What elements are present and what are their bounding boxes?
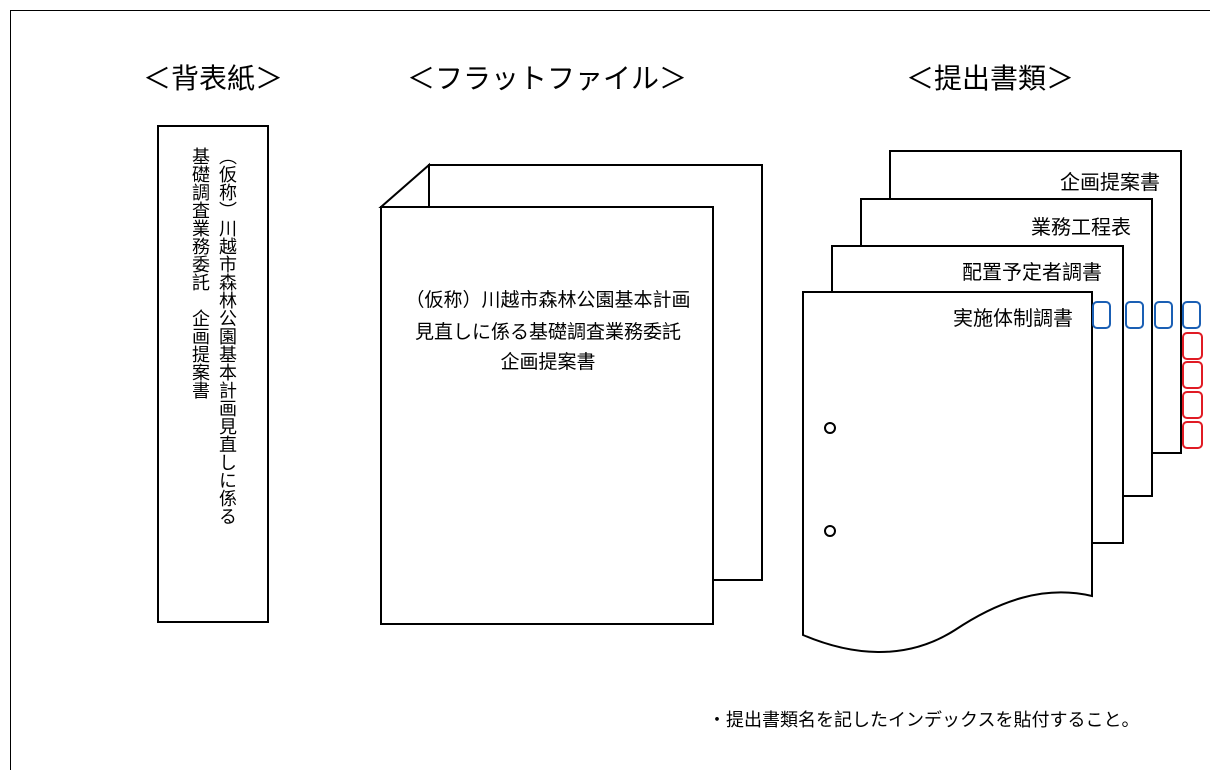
document-title-2: 業務工程表: [1031, 215, 1131, 239]
index-tab-red-3: [1182, 391, 1203, 419]
spine-text-line-2: 基礎調査業務委託 企画提案書: [189, 147, 210, 399]
document-title-4: 実施体制調書: [953, 306, 1073, 330]
flat-file-front-cover: [380, 206, 714, 625]
spine-heading: ＜背表紙＞: [143, 62, 284, 95]
spine-label: （仮称）川越市森林公園基本計画見直しに係る 基礎調査業務委託 企画提案書: [157, 125, 269, 623]
index-tab-blue-2: [1125, 301, 1144, 329]
documents-heading: ＜提出書類＞: [906, 62, 1075, 95]
index-tab-blue-4: [1182, 301, 1201, 329]
spine-text-line-1: （仮称）川越市森林公園基本計画見直しに係る: [216, 147, 237, 525]
punch-hole-bottom: [824, 525, 836, 537]
flat-file-title-line-1: （仮称）川越市森林公園基本計画: [405, 289, 690, 311]
flat-file-heading: ＜フラットファイル＞: [407, 62, 688, 95]
document-title-1: 企画提案書: [1060, 170, 1160, 194]
instruction-note: ・提出書類名を記したインデックスを貼付すること。: [708, 710, 1140, 731]
flat-file-title-line-2: 見直しに係る基礎調査業務委託: [415, 321, 681, 343]
document-sheet-4: [802, 291, 1093, 653]
index-tab-blue-1: [1092, 301, 1111, 329]
punch-hole-top: [824, 422, 836, 434]
document-title-3: 配置予定者調書: [962, 260, 1102, 284]
flat-file-title-line-3: 企画提案書: [500, 351, 595, 373]
diagram-frame: [10, 10, 1210, 770]
index-tab-red-2: [1182, 361, 1203, 389]
index-tab-red-1: [1182, 332, 1203, 360]
index-tab-red-4: [1182, 421, 1203, 449]
flat-file-spine-fold: [378, 162, 430, 208]
index-tab-blue-3: [1154, 301, 1173, 329]
